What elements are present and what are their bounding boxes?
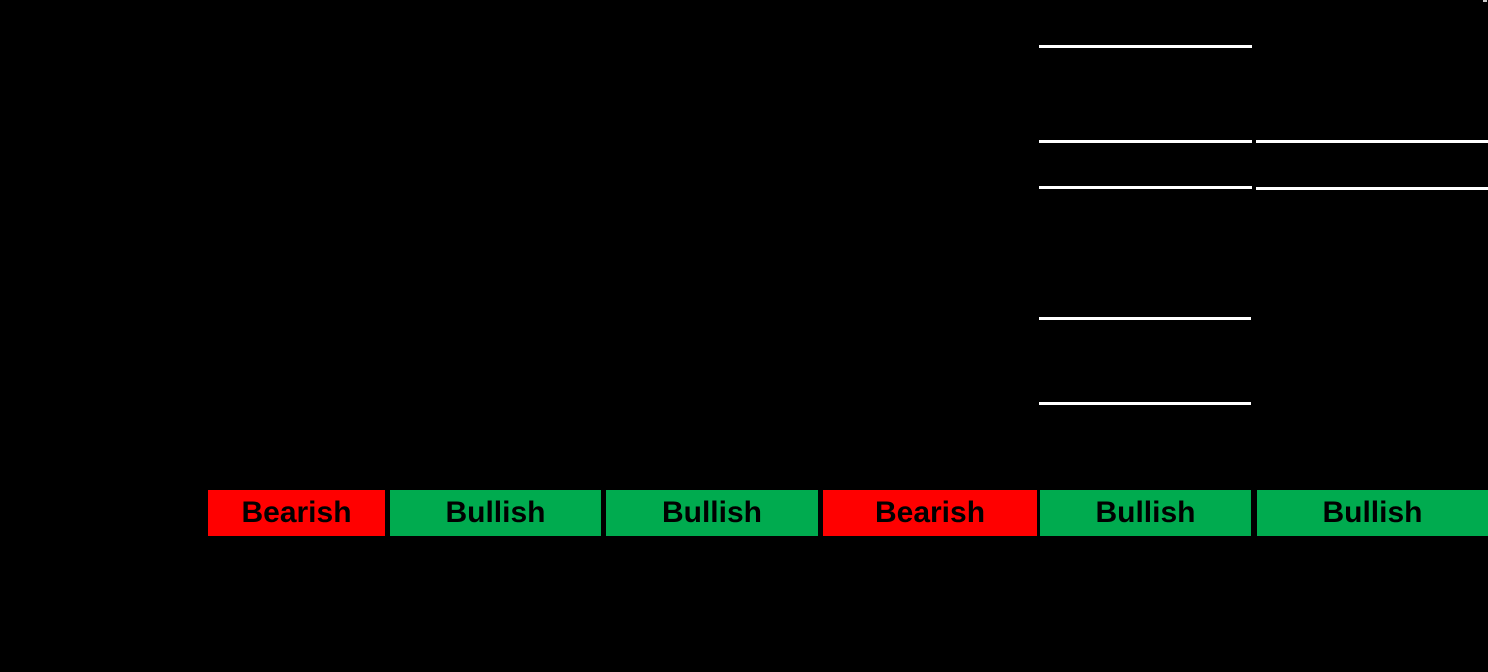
table-rule-line: [1039, 45, 1252, 48]
signal-cell-bullish: Bullish: [1257, 490, 1488, 536]
signal-cell-bullish: Bullish: [606, 490, 818, 536]
table-rule-line: [1039, 186, 1252, 189]
table-rule-line: [1039, 402, 1251, 405]
signal-cell-bullish: Bullish: [390, 490, 601, 536]
table-rule-line: [1256, 187, 1488, 190]
signal-cell-bullish: Bullish: [1040, 490, 1251, 536]
signal-cell-bearish: Bearish: [208, 490, 385, 536]
table-rule-line: [1039, 140, 1252, 143]
corner-artifact: [1483, 0, 1487, 2]
table-rule-line: [1039, 317, 1251, 320]
table-rule-line: [1256, 140, 1488, 143]
signal-cell-bearish: Bearish: [823, 490, 1037, 536]
